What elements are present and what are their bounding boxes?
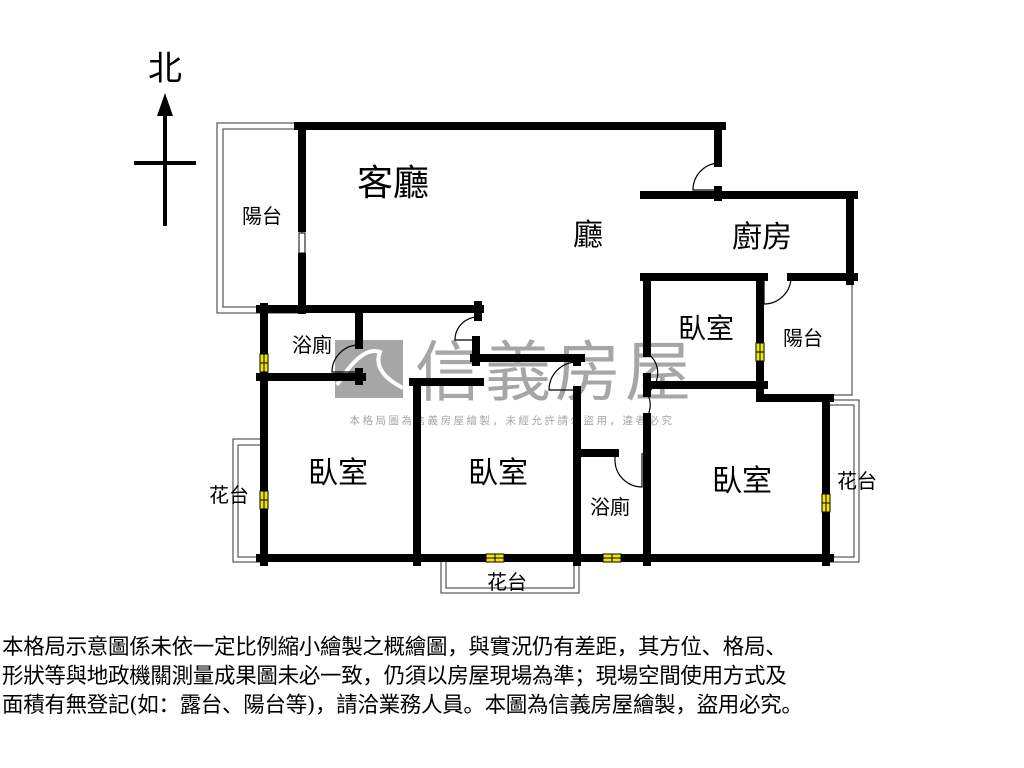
balcony-east-outline (829, 277, 853, 396)
door-swing-icon (614, 453, 643, 488)
disclaimer-line: 面積有無登記(如：露台、陽台等)，請洽業務人員。本圖為信義房屋繪製，盜用必究。 (2, 693, 803, 718)
north-label: 北 (148, 49, 182, 89)
walls (256, 122, 858, 566)
label-bedroom-west: 臥室 (308, 456, 368, 491)
window-icon (755, 342, 765, 362)
north-compass: 北 (134, 49, 196, 226)
label-balcony-west: 陽台 (242, 204, 282, 228)
label-bath-west: 浴廁 (292, 333, 332, 357)
label-bedroom-middle: 臥室 (468, 456, 528, 491)
label-planter-south: 花台 (487, 570, 527, 594)
door-swing-icon (646, 352, 659, 394)
watermark: 信義房屋 本格局圖為信義房屋繪製，未經允許請勿盜用，違者必究 (335, 334, 691, 427)
door-swing-icon (646, 392, 651, 418)
disclaimer-line: 本格局示意圖係未依一定比例縮小繪製之概繪圖，與實況仍有差距，其方位、格局、 (2, 635, 787, 660)
window-icon (602, 553, 622, 563)
window-icon (259, 353, 269, 373)
door-swing-icon (454, 316, 479, 341)
doors (298, 162, 792, 488)
window-icon (259, 490, 269, 510)
label-hall: 廳 (573, 218, 603, 253)
door-swing-icon (692, 162, 719, 191)
label-planter-west: 花台 (209, 483, 249, 507)
label-living-room: 客廳 (357, 163, 429, 204)
label-planter-east: 花台 (837, 469, 877, 493)
label-bedroom-east: 臥室 (712, 464, 772, 499)
label-bedroom-small: 臥室 (678, 312, 734, 345)
window-icon (821, 493, 831, 513)
watermark-notice: 本格局圖為信義房屋繪製，未經允許請勿盜用，違者必究 (350, 414, 675, 427)
door-swing-icon (763, 276, 792, 305)
label-balcony-east: 陽台 (783, 326, 823, 350)
door-swing-icon (331, 344, 360, 373)
room-labels: 客廳 廳 廚房 陽台 浴廁 臥室 陽台 臥室 臥室 浴廁 臥室 花台 花台 花台 (209, 163, 877, 594)
windows (259, 342, 831, 563)
disclaimer-line: 形狀等與地政機關測量成果圖未必一致，仍須以房屋現場為準；現場空間使用方式及 (2, 664, 787, 689)
north-arrow-icon (157, 93, 173, 116)
label-kitchen: 廚房 (732, 220, 792, 255)
sliding-door-icon (298, 232, 306, 254)
disclaimer: 本格局示意圖係未依一定比例縮小繪製之概繪圖，與實況仍有差距，其方位、格局、 形狀… (2, 633, 1022, 720)
window-icon (485, 553, 505, 563)
label-bath-middle: 浴廁 (590, 495, 630, 519)
door-swing-icon (548, 361, 578, 391)
